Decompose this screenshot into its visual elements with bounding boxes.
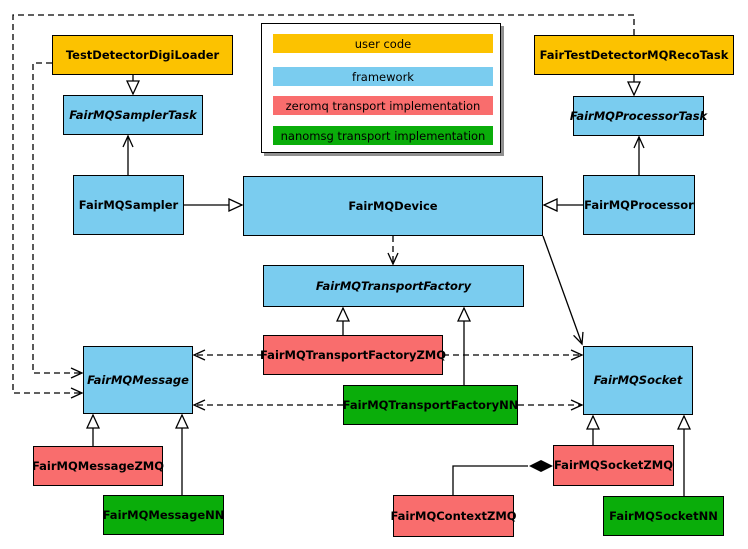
class-box-fairmqcontextzmq: FairMQContextZMQ <box>390 495 517 537</box>
class-box-fairmqsocketnn: FairMQSocketNN <box>603 496 724 536</box>
class-box-fairtestdetectormqrecotask: FairTestDetectorMQRecoTask <box>534 35 734 75</box>
edge-socketzmq-contextzmq-composition <box>452 465 528 495</box>
legend-label: zeromq transport implementation <box>285 98 481 113</box>
class-box-fairmqsamplertask: FairMQSamplerTask <box>63 95 203 135</box>
class-box-fairmqprocessortask: FairMQProcessorTask <box>570 96 707 136</box>
edge-recotask-message-dependency <box>12 14 635 399</box>
class-box-fairmqmessagenn: FairMQMessageNN <box>103 495 224 535</box>
legend-label: nanomsg transport implementation <box>280 128 486 143</box>
legend-item-zeromq: zeromq transport implementation <box>273 96 493 115</box>
edge-device-socket-association <box>542 235 584 346</box>
composition-diamond-icon <box>529 460 553 472</box>
class-box-fairmqsocket: FairMQSocket <box>583 346 693 415</box>
class-box-fairmqmessagezmq: FairMQMessageZMQ <box>32 446 164 486</box>
legend-label: user code <box>354 36 412 51</box>
legend-item-framework: framework <box>273 67 493 86</box>
legend-item-user-code: user code <box>273 34 493 53</box>
legend: user code framework zeromq transport imp… <box>261 23 501 153</box>
legend-label: framework <box>352 69 414 84</box>
class-box-fairmqtransportfactory: FairMQTransportFactory <box>263 265 524 307</box>
class-box-fairmqmessage: FairMQMessage <box>83 346 193 414</box>
legend-item-nanomsg: nanomsg transport implementation <box>273 126 493 145</box>
class-box-fairmqsocketzmq: FairMQSocketZMQ <box>553 445 674 486</box>
class-box-fairmqprocessor: FairMQProcessor <box>583 175 695 235</box>
class-box-fairmqtransportfactorynn: FairMQTransportFactoryNN <box>343 385 518 425</box>
edge-digiloader-message-dependency <box>32 62 84 379</box>
class-box-testdetectordigiloader: TestDetectorDigiLoader <box>52 35 233 75</box>
class-box-fairmqdevice: FairMQDevice <box>243 176 543 236</box>
class-box-fairmqtransportfactoryzmq: FairMQTransportFactoryZMQ <box>260 335 446 375</box>
class-box-fairmqsampler: FairMQSampler <box>73 175 184 235</box>
